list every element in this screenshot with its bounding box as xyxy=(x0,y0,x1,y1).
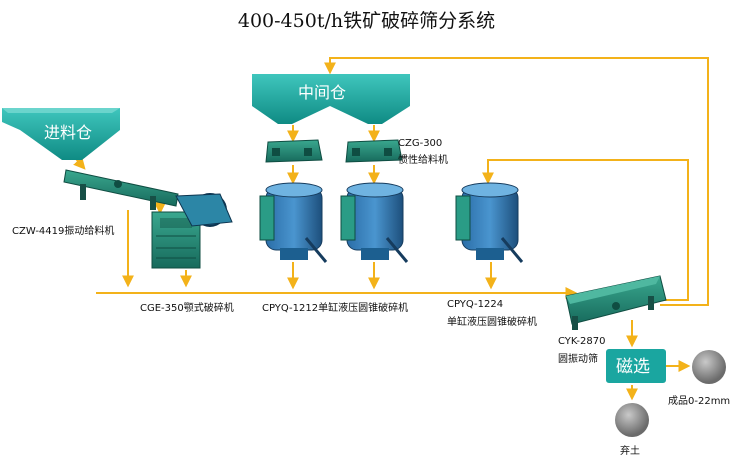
waste-pile xyxy=(615,403,649,437)
product-label: 成品0-22mm xyxy=(668,396,731,407)
vibrating-feeder-label: CZW-4419振动给料机 xyxy=(12,226,115,237)
middle-bin-hopper: 中间仓 xyxy=(252,74,410,124)
screen-model-label: CYK-2870 xyxy=(558,336,606,347)
jaw-crusher-machine xyxy=(151,193,233,269)
diagram-title: 400-450t/h铁矿破碎筛分系统 xyxy=(237,10,496,32)
middle-bin-label: 中间仓 xyxy=(298,83,346,102)
magnetic-sep-label: 磁选 xyxy=(616,357,650,377)
feed-bin-label: 进料仓 xyxy=(44,123,92,142)
screen-name-label: 圆振动筛 xyxy=(558,354,598,365)
cone-crusher-1212-a xyxy=(259,182,328,263)
vibrating-screen-machine xyxy=(565,275,667,330)
waste-label: 弃土 xyxy=(620,446,640,457)
flow-lines xyxy=(69,57,709,401)
magnetic-separator-box: 磁选 xyxy=(606,349,666,383)
jaw-crusher-label: CGE-350颚式破碎机 xyxy=(140,303,234,314)
cone-crusher-1224 xyxy=(455,182,524,263)
cone-crusher-1212-label: CPYQ-1212单缸液压圆锥破碎机 xyxy=(262,303,409,314)
feed-bin-hopper: 进料仓 xyxy=(2,108,120,160)
inertia-feeder-name-label: 惯性给料机 xyxy=(398,155,448,166)
cone-crusher-1212-b xyxy=(340,182,409,263)
cone-crusher-1224-model-label: CPYQ-1224 xyxy=(447,299,504,310)
inertia-feeder-1 xyxy=(265,139,323,163)
vibrating-feeder-machine xyxy=(63,169,179,210)
inertia-feeder-2 xyxy=(345,139,403,163)
product-pile xyxy=(692,350,726,384)
cone-crusher-1224-name-label: 单缸液压圆锥破碎机 xyxy=(447,317,537,328)
inertia-feeder-model-label: CZG-300 xyxy=(398,138,443,149)
